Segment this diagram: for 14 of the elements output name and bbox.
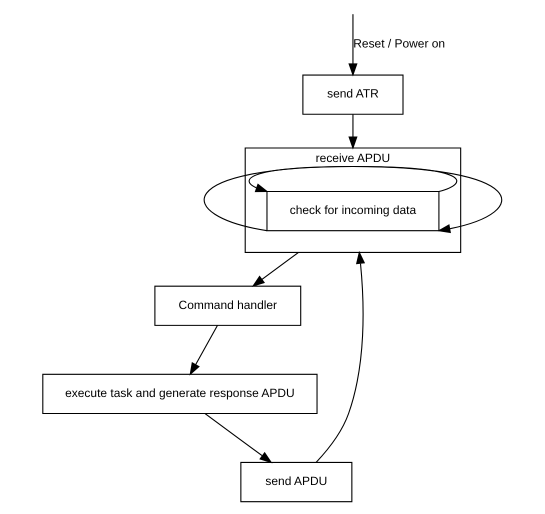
arrow — [316, 250, 366, 462]
arrow — [204, 412, 272, 463]
node-box: check for incoming data — [266, 190, 440, 231]
node-box: send APDU — [240, 461, 352, 502]
edge-label: Reset / Power on — [353, 36, 446, 50]
arrow — [252, 252, 299, 286]
arrow — [204, 165, 502, 233]
arrow — [348, 14, 358, 76]
arrow — [189, 324, 218, 376]
node-box: execute task and generate response APDU — [42, 373, 318, 414]
arrow — [248, 165, 458, 192]
node-box: send ATR — [302, 74, 404, 114]
node-box: Command handler — [154, 285, 302, 326]
arrow — [348, 114, 358, 150]
